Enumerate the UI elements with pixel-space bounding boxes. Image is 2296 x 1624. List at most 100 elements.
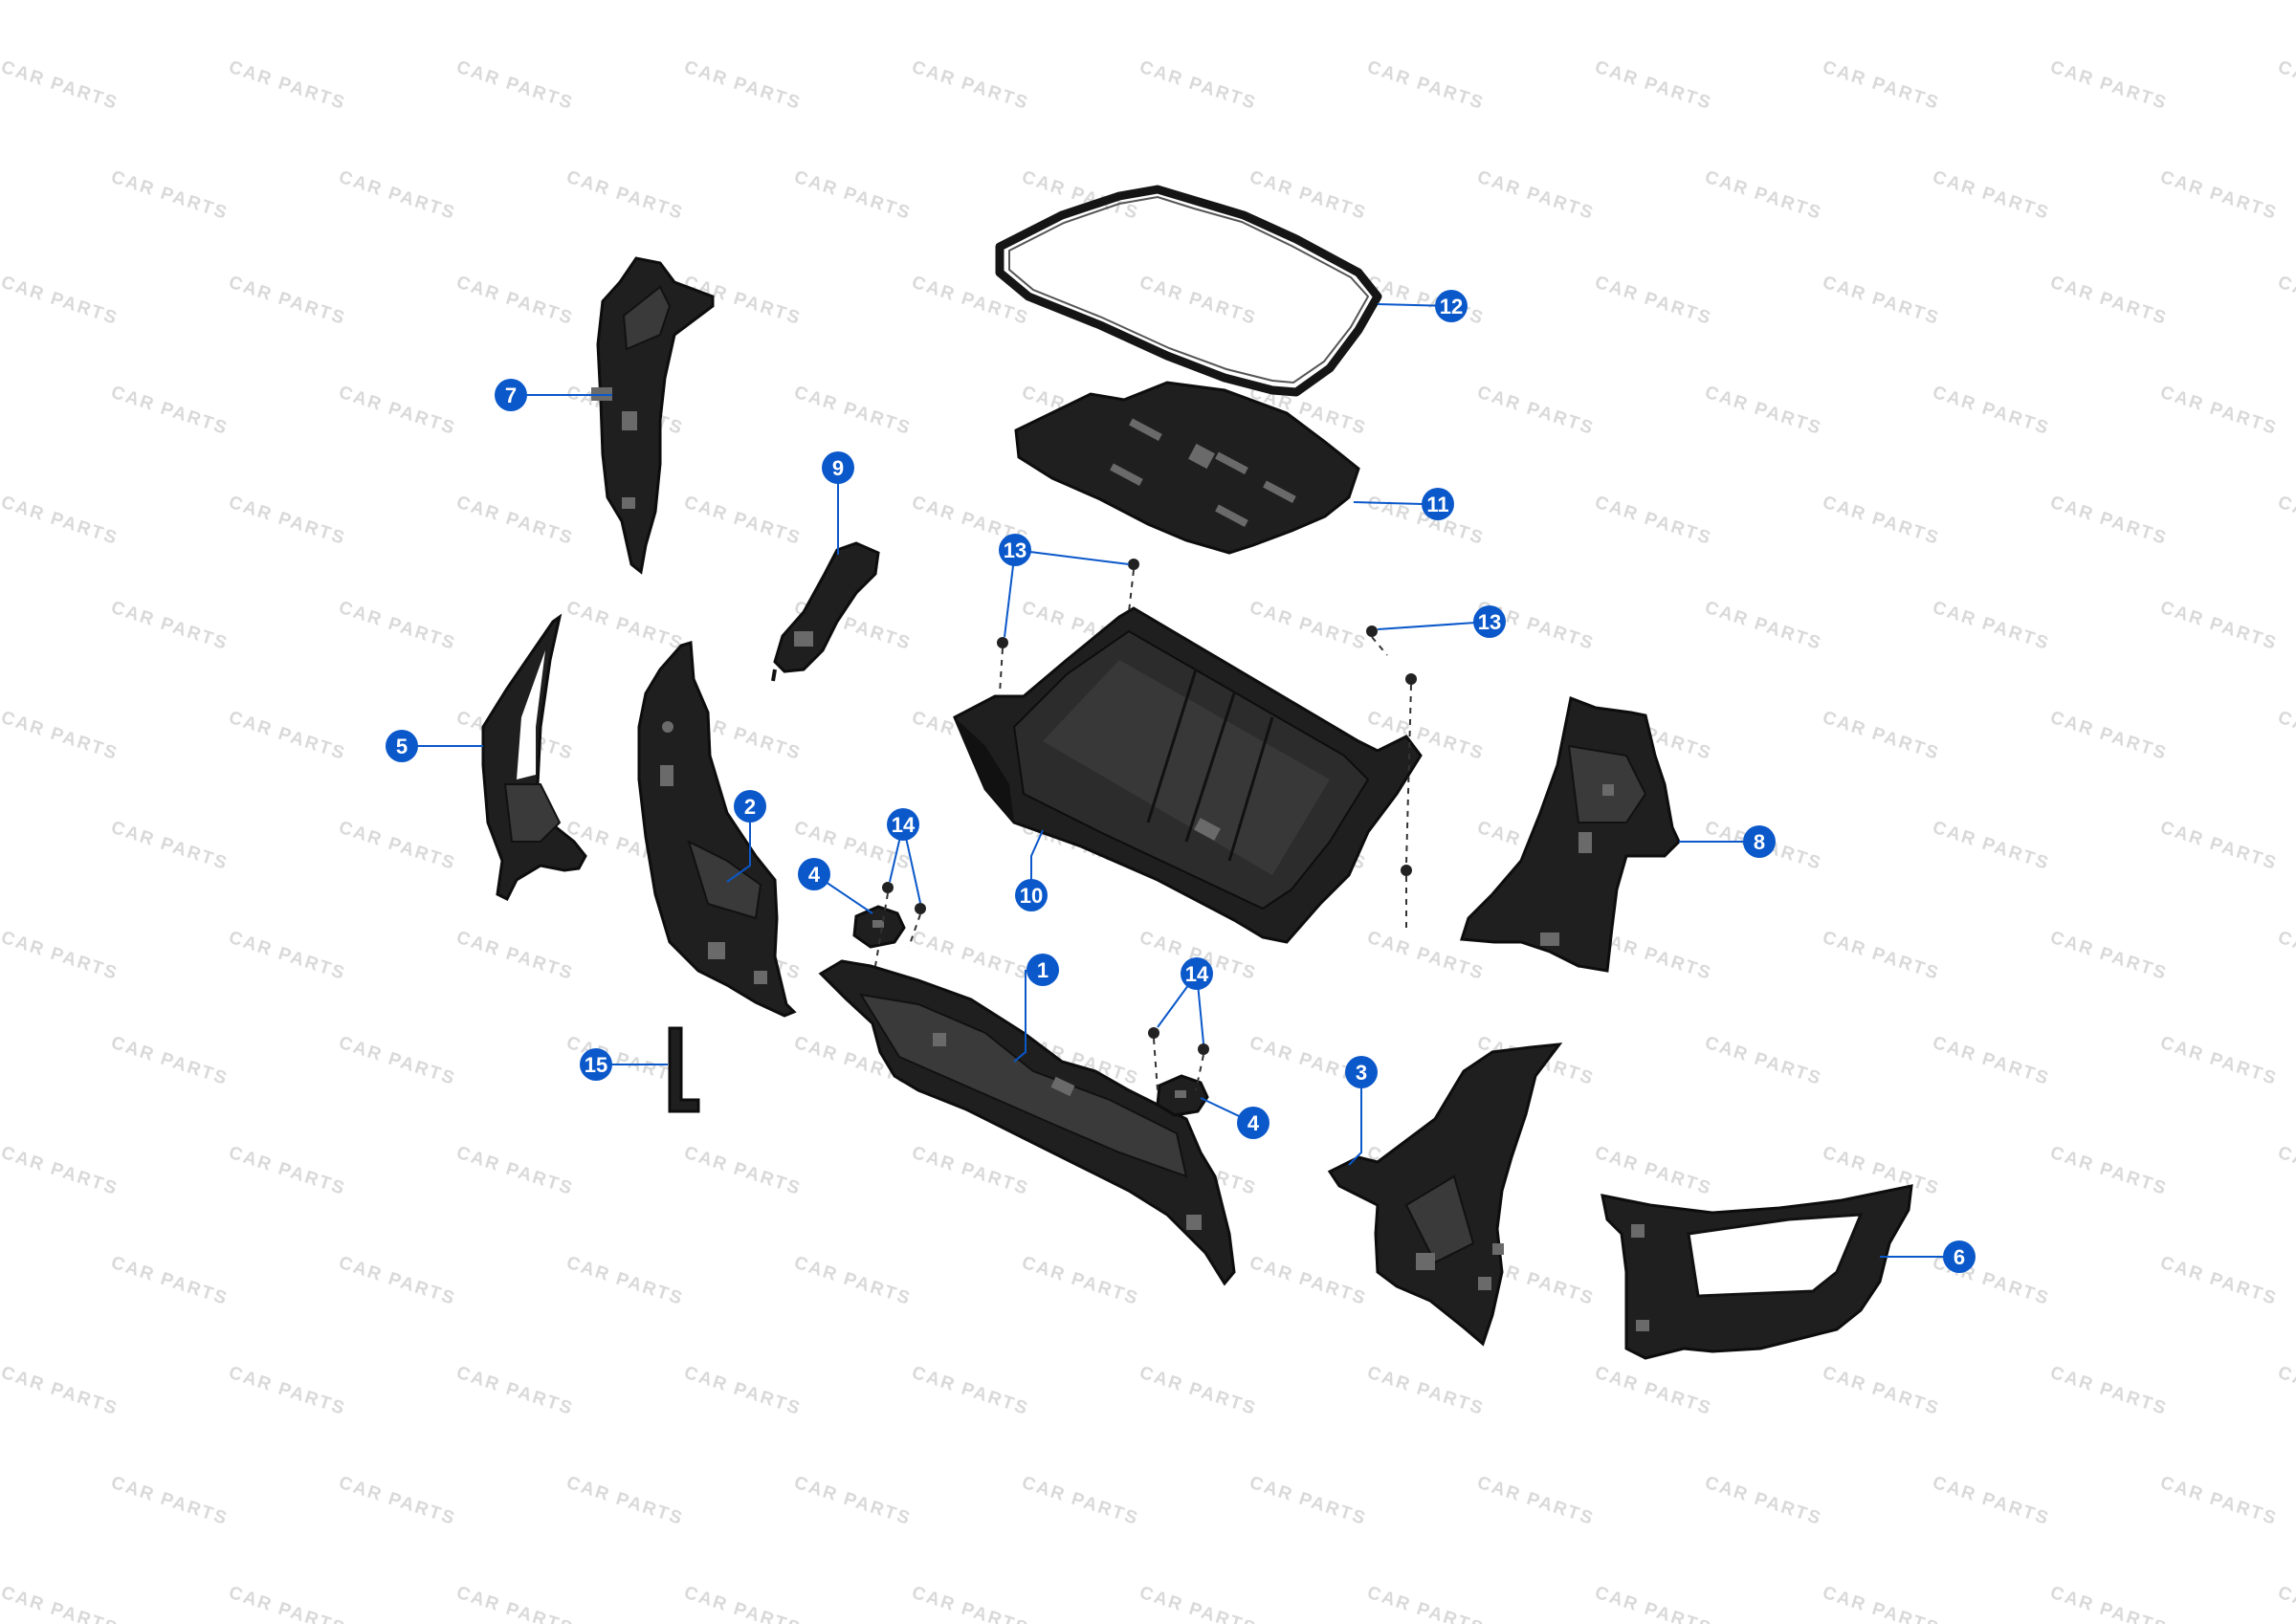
watermark-text: CAR PARTS <box>2157 1253 2280 1309</box>
callout-c14b[interactable]: 14 <box>1181 957 1213 990</box>
watermark-text: CAR PARTS <box>2275 57 2296 114</box>
watermark-text: CAR PARTS <box>563 1253 686 1309</box>
watermark-text: CAR PARTS <box>453 1583 576 1624</box>
watermark-text: CAR PARTS <box>0 273 121 329</box>
watermark-text: CAR PARTS <box>563 167 686 224</box>
callout-c10[interactable]: 10 <box>1015 879 1048 911</box>
callout-c7[interactable]: 7 <box>495 379 527 411</box>
part-11-floor-panel[interactable] <box>1014 381 1360 555</box>
watermark-text: CAR PARTS <box>1474 383 1597 439</box>
watermark-text: CAR PARTS <box>453 273 576 329</box>
callout-c2[interactable]: 2 <box>734 790 766 823</box>
part-14-screws-lower[interactable] <box>1148 1027 1209 1055</box>
callout-badge-circle <box>1345 1056 1378 1088</box>
watermark-text: CAR PARTS <box>1592 57 1714 114</box>
part-8-right-panel[interactable] <box>1460 695 1681 973</box>
callout-c3[interactable]: 3 <box>1345 1056 1378 1088</box>
callout-c13a[interactable]: 13 <box>999 534 1031 566</box>
watermark-text: CAR PARTS <box>1592 493 1714 549</box>
callout-c12[interactable]: 12 <box>1435 290 1468 322</box>
watermark-text: CAR PARTS <box>1930 1033 2052 1089</box>
callout-c14a[interactable]: 14 <box>887 808 919 841</box>
part-15-pin[interactable] <box>668 1026 700 1113</box>
watermark-text: CAR PARTS <box>226 928 348 984</box>
watermark-text: CAR PARTS <box>336 383 458 439</box>
watermark-text: CAR PARTS <box>1364 1363 1487 1419</box>
callout-badge-circle <box>386 730 418 762</box>
callout-c11[interactable]: 11 <box>1422 488 1454 520</box>
part-12-seal[interactable] <box>995 185 1382 397</box>
callout-c5[interactable]: 5 <box>386 730 418 762</box>
watermark-text: CAR PARTS <box>681 1583 804 1624</box>
callout-c1[interactable]: 1 <box>1027 954 1059 986</box>
callout-c15[interactable]: 15 <box>580 1048 612 1081</box>
watermark-text: CAR PARTS <box>2275 273 2296 329</box>
callout-c4b[interactable]: 4 <box>1237 1107 1269 1139</box>
watermark-text: CAR PARTS <box>226 57 348 114</box>
part-5-side-frame[interactable] <box>481 613 587 902</box>
watermark-text: CAR PARTS <box>226 273 348 329</box>
callout-badge-circle <box>495 379 527 411</box>
callout-label: 6 <box>1954 1245 1965 1269</box>
part-6-lower-trim-panel[interactable] <box>1601 1184 1913 1360</box>
callout-c6[interactable]: 6 <box>1943 1240 1976 1273</box>
watermark-text: CAR PARTS <box>108 1253 231 1309</box>
watermark-text: CAR PARTS <box>108 1473 231 1529</box>
callout-badge-circle <box>1237 1107 1269 1139</box>
watermark-text: CAR PARTS <box>336 167 458 224</box>
watermark-text: CAR PARTS <box>791 1253 914 1309</box>
part-4-clip-upper[interactable] <box>852 905 906 949</box>
callout-label: 8 <box>1754 830 1765 854</box>
callout-c13b[interactable]: 13 <box>1473 605 1506 638</box>
part-13-screws[interactable] <box>997 559 1417 876</box>
watermark-text: CAR PARTS <box>909 1583 1031 1624</box>
callout-label: 10 <box>1020 884 1043 908</box>
part-4-clip-lower[interactable] <box>1156 1074 1209 1117</box>
watermark-text: CAR PARTS <box>1930 1473 2052 1529</box>
callout-label: 4 <box>808 863 821 887</box>
part-1-cross-member[interactable] <box>818 959 1236 1286</box>
part-2-left-frame[interactable] <box>637 641 797 1018</box>
callout-label: 3 <box>1356 1061 1367 1085</box>
watermark-text: CAR PARTS <box>453 1143 576 1199</box>
watermark-text: CAR PARTS <box>2047 57 2170 114</box>
part-7-upper-pillar-panel[interactable] <box>591 256 715 575</box>
part-9-bracket[interactable] <box>771 541 880 682</box>
watermark-text: CAR PARTS <box>226 493 348 549</box>
callout-label: 9 <box>832 456 844 480</box>
watermark-text: CAR PARTS <box>453 57 576 114</box>
watermark-text: CAR PARTS <box>2047 1363 2170 1419</box>
watermark-text: CAR PARTS <box>336 1473 458 1529</box>
mounting-lines <box>874 569 1412 1091</box>
callout-c8[interactable]: 8 <box>1743 825 1776 858</box>
watermark-text: CAR PARTS <box>0 1363 121 1419</box>
watermark-text: CAR PARTS <box>681 57 804 114</box>
callout-c4a[interactable]: 4 <box>798 858 830 890</box>
watermark-text: CAR PARTS <box>1592 1583 1714 1624</box>
watermark-text: CAR PARTS <box>108 818 231 874</box>
watermark-text: CAR PARTS <box>1137 273 1259 329</box>
watermark-text: CAR PARTS <box>108 167 231 224</box>
watermark-text: CAR PARTS <box>681 1363 804 1419</box>
callout-label: 13 <box>1004 538 1027 562</box>
watermark-text: CAR PARTS <box>336 1033 458 1089</box>
callout-c9[interactable]: 9 <box>822 451 854 484</box>
callout-label: 12 <box>1440 295 1463 318</box>
callout-label: 13 <box>1478 610 1501 634</box>
watermark-text: CAR PARTS <box>453 493 576 549</box>
watermark-text: CAR PARTS <box>1364 273 1487 329</box>
part-14-screws-upper[interactable] <box>882 882 926 914</box>
watermark-text: CAR PARTS <box>1364 57 1487 114</box>
part-3-right-frame[interactable] <box>1327 1042 1563 1347</box>
callout-badge-circle <box>734 790 766 823</box>
callout-label: 5 <box>396 735 408 758</box>
watermark-text: CAR PARTS <box>2157 818 2280 874</box>
watermark-text: CAR PARTS <box>1592 1143 1714 1199</box>
callout-label: 7 <box>505 384 517 407</box>
callout-label: 1 <box>1037 958 1049 982</box>
watermark-text: CAR PARTS <box>453 928 576 984</box>
watermark-text: CAR PARTS <box>108 1033 231 1089</box>
part-10-storage-tub[interactable] <box>953 606 1423 944</box>
